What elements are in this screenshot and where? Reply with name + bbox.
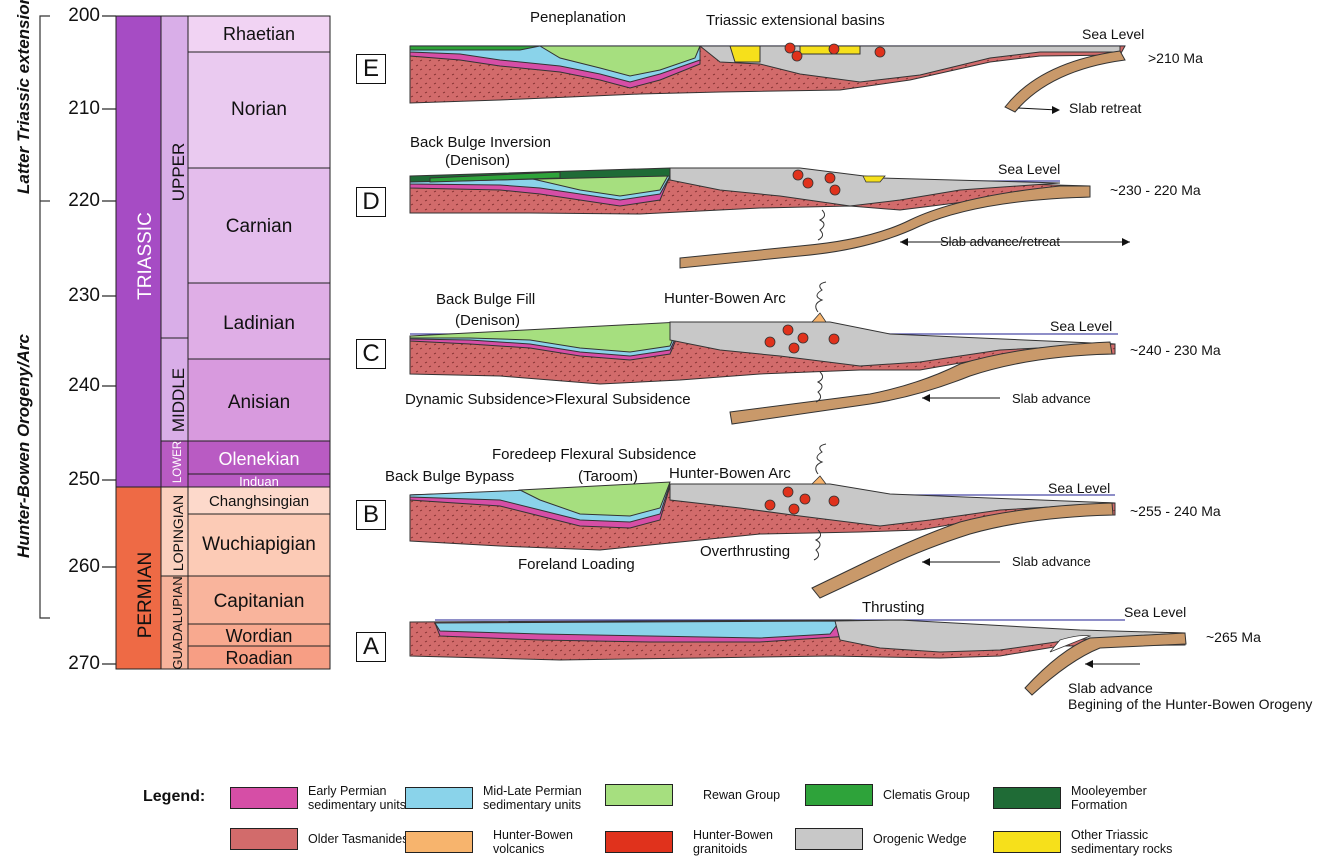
legend-label: Rewan Group xyxy=(703,788,780,802)
legend-label: Mid-Late Permian xyxy=(483,784,582,798)
legend-label: Formation xyxy=(1071,798,1127,812)
legend-swatch xyxy=(230,828,298,850)
legend-item: Hunter-Bowengranitoids xyxy=(605,828,773,857)
legend-label: Clematis Group xyxy=(883,788,970,802)
legend-swatch xyxy=(993,787,1061,809)
age-label: ~255 - 240 Ma xyxy=(1130,504,1221,518)
sea-level-label: Sea Level xyxy=(1124,605,1186,619)
legend-label: granitoids xyxy=(693,842,747,856)
legend-item: Orogenic Wedge xyxy=(795,828,967,850)
panel-letter: C xyxy=(356,339,386,369)
panel-label: Slab retreat xyxy=(1069,101,1141,115)
panel-label: Back Bulge Inversion xyxy=(410,135,551,150)
legend-item: Mid-Late Permiansedimentary units xyxy=(405,784,582,813)
panel-label: Slab advance xyxy=(1012,392,1091,405)
panel-label: Hunter-Bowen Arc xyxy=(664,291,786,306)
legend-item: Rewan Group xyxy=(605,784,780,806)
legend-swatch xyxy=(405,831,473,853)
panel-label: Triassic extensional basins xyxy=(706,13,885,28)
panel-label: Overthrusting xyxy=(700,544,790,559)
legend-label: Orogenic Wedge xyxy=(873,832,967,846)
panel-e-section xyxy=(410,43,1125,114)
legend-label: Other Triassic xyxy=(1071,828,1148,842)
age-label: ~265 Ma xyxy=(1206,630,1261,644)
sea-level-label: Sea Level xyxy=(1082,27,1144,41)
legend-item: MooleyemberFormation xyxy=(993,784,1147,813)
legend-label: volcanics xyxy=(493,842,544,856)
panel-label: Back Bulge Bypass xyxy=(385,469,514,484)
legend-label: Early Permian xyxy=(308,784,387,798)
age-label: >210 Ma xyxy=(1148,51,1203,65)
panel-letter: A xyxy=(356,632,386,662)
panel-letter: E xyxy=(356,54,386,84)
legend-item: Clematis Group xyxy=(805,784,970,806)
legend-item: Hunter-Bowenvolcanics xyxy=(405,828,573,857)
panel-label: Foreland Loading xyxy=(518,557,635,572)
legend-title: Legend: xyxy=(143,788,205,806)
panel-d-section xyxy=(410,168,1130,268)
panel-label: Back Bulge Fill xyxy=(436,292,535,307)
legend-item: Other Triassicsedimentary rocks xyxy=(993,828,1172,857)
age-label: ~230 - 220 Ma xyxy=(1110,183,1201,197)
legend-swatch xyxy=(795,828,863,850)
panel-label: Peneplanation xyxy=(530,10,626,25)
legend-swatch xyxy=(605,784,673,806)
legend-swatch xyxy=(230,787,298,809)
legend-label: Hunter-Bowen xyxy=(493,828,573,842)
panel-label: Begining of the Hunter-Bowen Orogeny xyxy=(1068,697,1312,711)
panel-letter: D xyxy=(356,187,386,217)
panel-label: (Taroom) xyxy=(578,469,638,484)
panel-label: Hunter-Bowen Arc xyxy=(669,466,791,481)
legend-swatch xyxy=(805,784,873,806)
legend-label: Older Tasmanides xyxy=(308,832,409,846)
panel-label: Slab advance/retreat xyxy=(940,235,1060,248)
sea-level-label: Sea Level xyxy=(1050,319,1112,333)
sea-level-label: Sea Level xyxy=(1048,481,1110,495)
legend-label: sedimentary rocks xyxy=(1071,842,1172,856)
legend-label: Mooleyember xyxy=(1071,784,1147,798)
legend-item: Older Tasmanides xyxy=(230,828,409,850)
panel-label: Slab advance xyxy=(1012,555,1091,568)
legend-label: Hunter-Bowen xyxy=(693,828,773,842)
legend-item: Early Permiansedimentary units xyxy=(230,784,406,813)
panel-label: Dynamic Subsidence>Flexural Subsidence xyxy=(405,392,691,407)
legend-swatch xyxy=(993,831,1061,853)
legend-swatch xyxy=(405,787,473,809)
legend-swatch xyxy=(605,831,673,853)
panel-letter: B xyxy=(356,500,386,530)
legend-label: sedimentary units xyxy=(483,798,581,812)
panel-label: (Denison) xyxy=(455,313,520,328)
panel-label: Thrusting xyxy=(862,600,925,615)
panel-label: Slab advance xyxy=(1068,681,1153,695)
panel-label: Foredeep Flexural Subsidence xyxy=(492,447,696,462)
legend-label: sedimentary units xyxy=(308,798,406,812)
panel-label: (Denison) xyxy=(445,153,510,168)
age-label: ~240 - 230 Ma xyxy=(1130,343,1221,357)
sea-level-label: Sea Level xyxy=(998,162,1060,176)
